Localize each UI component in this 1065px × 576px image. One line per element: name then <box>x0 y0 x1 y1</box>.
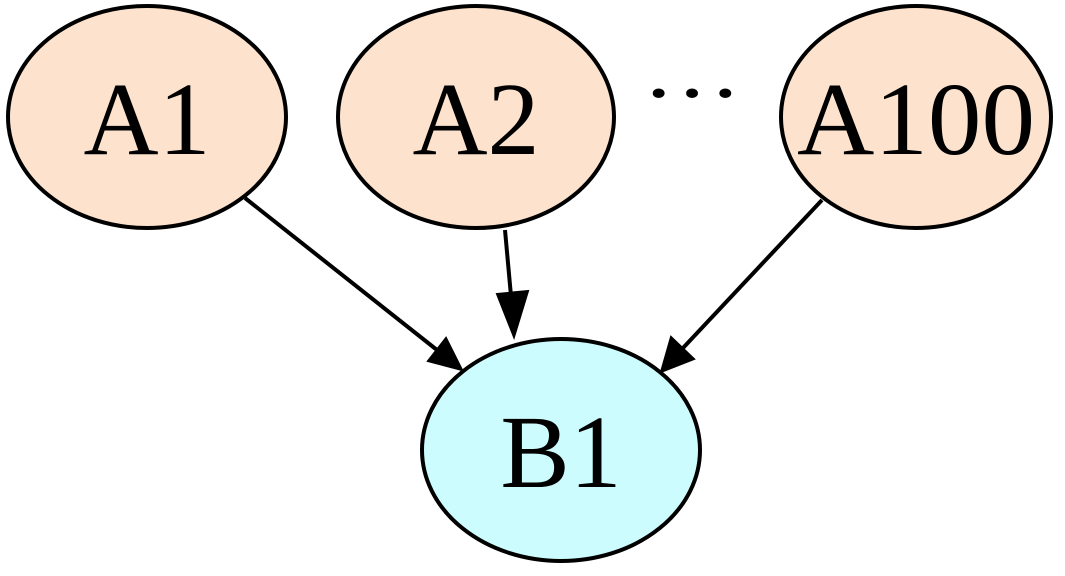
node-a100: A100 <box>779 4 1053 230</box>
node-a2: A2 <box>336 4 616 230</box>
node-a2-label: A2 <box>412 62 539 177</box>
arrowhead <box>659 335 696 374</box>
node-a1: A1 <box>6 4 288 230</box>
node-a1-shape <box>6 4 288 230</box>
edge-a1-b1 <box>243 196 464 372</box>
ellipsis-text: ··· <box>642 50 742 138</box>
node-a100-label: A100 <box>797 62 1035 177</box>
edge-a100-b1 <box>659 198 824 374</box>
node-b1-shape <box>420 337 702 563</box>
node-a2-shape <box>336 4 616 230</box>
arrowhead <box>495 289 530 341</box>
node-b1: B1 <box>420 337 702 563</box>
arrowhead <box>426 336 464 372</box>
node-a100-shape <box>779 4 1053 230</box>
node-a1-label: A1 <box>83 62 210 177</box>
edge-a2-b1 <box>495 229 530 341</box>
node-b1-label: B1 <box>500 395 621 510</box>
